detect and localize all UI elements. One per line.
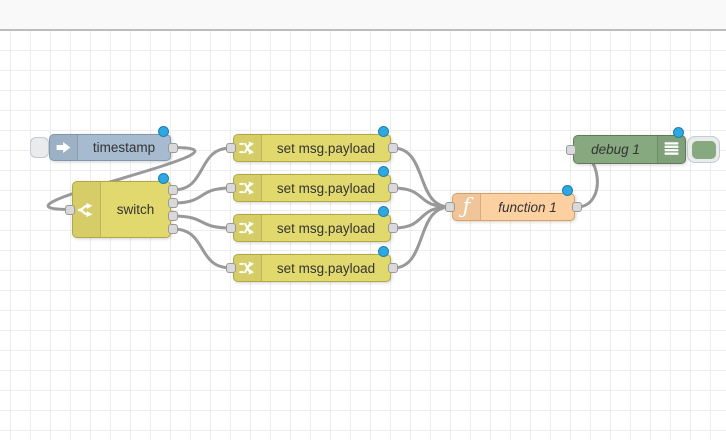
wire[interactable] — [391, 146, 452, 209]
node-change[interactable]: set msg.payload — [233, 174, 391, 202]
node-switch[interactable]: switch — [72, 181, 171, 238]
wire[interactable] — [171, 227, 233, 270]
wire[interactable] — [171, 214, 233, 230]
debug-output-icon — [657, 136, 685, 163]
switch-fork-icon — [73, 182, 101, 237]
node-inject[interactable]: timestamp — [49, 134, 171, 161]
flow-canvas[interactable]: timestamp switch set msg.payload set msg.pa… — [0, 31, 726, 440]
input-port[interactable] — [226, 263, 236, 273]
changed-indicator-dot — [673, 127, 684, 138]
debug-toggle-button[interactable] — [687, 136, 720, 163]
node-function[interactable]: ƒ function 1 — [452, 193, 575, 221]
node-label: set msg.payload — [276, 140, 376, 156]
changed-indicator-dot — [378, 206, 389, 217]
output-port[interactable] — [388, 263, 398, 273]
wire[interactable] — [171, 186, 233, 205]
node-label: set msg.payload — [276, 180, 376, 196]
node-change[interactable]: set msg.payload — [233, 254, 391, 282]
changed-indicator-dot — [378, 166, 389, 177]
changed-indicator-dot — [562, 185, 573, 196]
node-label: switch — [116, 202, 155, 217]
input-port[interactable] — [566, 144, 576, 155]
output-port[interactable] — [572, 202, 582, 212]
changed-indicator-dot — [378, 126, 389, 137]
output-port[interactable] — [168, 198, 178, 208]
node-label: set msg.payload — [276, 220, 376, 236]
changed-indicator-dot — [158, 126, 169, 137]
input-port[interactable] — [226, 143, 236, 153]
changed-indicator-dot — [378, 246, 389, 257]
input-port[interactable] — [226, 183, 236, 193]
output-port[interactable] — [168, 224, 178, 234]
output-port[interactable] — [168, 185, 178, 195]
wire[interactable] — [391, 205, 452, 230]
wire[interactable] — [171, 146, 233, 192]
wire[interactable] — [391, 205, 452, 270]
function-f-icon: ƒ — [453, 194, 481, 220]
input-port[interactable] — [445, 202, 455, 212]
editor-header-strip — [0, 0, 726, 31]
node-label: debug 1 — [591, 142, 640, 157]
inject-arrow-icon — [50, 135, 78, 160]
change-shuffle-icon — [234, 255, 262, 281]
changed-indicator-dot — [158, 173, 169, 184]
node-change[interactable]: set msg.payload — [233, 134, 391, 162]
inject-button[interactable] — [30, 137, 49, 158]
output-port[interactable] — [168, 142, 178, 153]
output-port[interactable] — [388, 183, 398, 193]
debug-toggle-state — [691, 140, 716, 159]
change-shuffle-icon — [234, 135, 262, 161]
output-port[interactable] — [168, 211, 178, 221]
node-change[interactable]: set msg.payload — [233, 214, 391, 242]
node-label: timestamp — [92, 140, 156, 155]
output-port[interactable] — [388, 143, 398, 153]
output-port[interactable] — [388, 223, 398, 233]
input-port[interactable] — [65, 204, 75, 215]
node-label: set msg.payload — [276, 260, 376, 276]
node-debug[interactable]: debug 1 — [573, 135, 686, 164]
input-port[interactable] — [226, 223, 236, 233]
change-shuffle-icon — [234, 175, 262, 201]
change-shuffle-icon — [234, 215, 262, 241]
wire[interactable] — [46, 146, 197, 211]
node-label: function 1 — [498, 199, 557, 215]
